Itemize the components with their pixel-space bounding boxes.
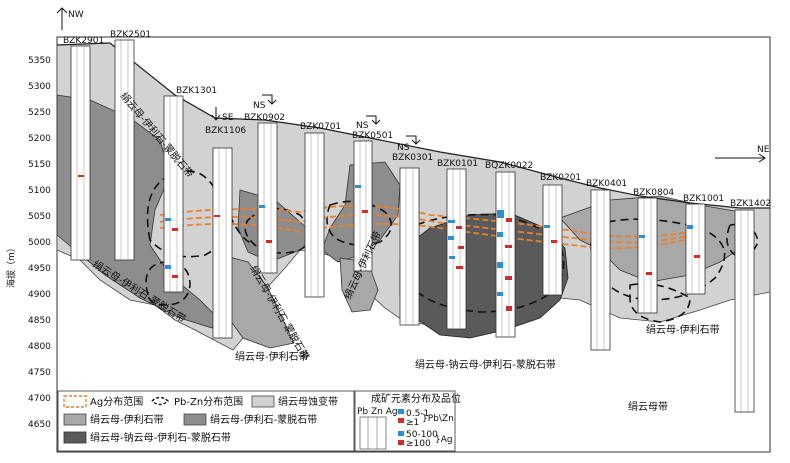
y-tick-label: 4900 xyxy=(28,290,51,300)
borehole-labels: BZK2901 BZK2501 BZK1301 BZK1106 BZK0902 … xyxy=(63,30,771,209)
boreholes xyxy=(70,39,755,413)
grade-label: }Pb\Zn xyxy=(422,414,454,424)
section-mark-ns: NS xyxy=(356,121,369,131)
grade-label: 0.5-1 xyxy=(406,409,429,419)
direction-marks: NW NE xyxy=(56,7,770,163)
legend: Ag分布范围 Pb-Zn分布范围 绢云母蚀变带 绢云母-伊利石带 绢云母-伊利石… xyxy=(57,390,461,452)
y-axis: 5350 5300 5250 5200 5150 5100 5050 5000 … xyxy=(5,56,51,430)
y-tick-label: 5250 xyxy=(28,108,51,118)
section-mark-ns: NS xyxy=(397,143,410,153)
nw-label: NW xyxy=(68,10,84,20)
ser-ill-mont-zone-left xyxy=(56,94,219,329)
y-tick-label: 5000 xyxy=(28,238,51,248)
zone-label: 绢云母带 xyxy=(628,400,668,413)
grade-legend-cols: Pb Zn Ag xyxy=(357,407,398,417)
legend-label: 绢云母-伊利石带 xyxy=(90,413,164,426)
grade-label: ≥1 xyxy=(406,418,419,428)
y-tick-label: 5300 xyxy=(28,82,51,92)
y-tick-label: 5050 xyxy=(28,212,51,222)
y-tick-label: 4650 xyxy=(28,420,51,430)
borehole-label: BZK1402 xyxy=(730,199,771,209)
y-axis-title: 海拔（m） xyxy=(5,243,17,288)
borehole-label: BZK0804 xyxy=(633,188,674,198)
borehole-label: BZK0301 xyxy=(392,153,433,163)
legend-label: Ag分布范围 xyxy=(90,395,143,408)
legend-label: Pb-Zn分布范围 xyxy=(174,395,243,408)
legend-label: 绢云母-伊利石-蒙脱石带 xyxy=(210,413,317,426)
borehole-label: BZK1301 xyxy=(176,86,217,96)
ser-ill-mont-swatch xyxy=(183,413,207,426)
y-tick-label: 5150 xyxy=(28,160,51,170)
grade-label: 50-100 xyxy=(406,430,438,440)
borehole-label: BZK2901 xyxy=(63,36,104,46)
y-tick-label: 5100 xyxy=(28,186,51,196)
sericite-swatch xyxy=(251,395,275,408)
section-marks: SE NS NS NS xyxy=(211,94,421,153)
borehole-label: BZK0501 xyxy=(352,131,393,141)
borehole-columns xyxy=(76,40,749,412)
grade-legend-title: 成矿元素分布及品位 xyxy=(371,392,461,405)
legend-label: 绢云母-钠云母-伊利石-蒙脱石带 xyxy=(90,431,231,444)
ne-label: NE xyxy=(757,145,770,155)
ser-para-swatch xyxy=(63,431,87,444)
y-tick-label: 4800 xyxy=(28,342,51,352)
borehole-label: BZK0201 xyxy=(540,173,581,183)
section-mark-ns: NS xyxy=(253,101,266,111)
grade-label: }Ag xyxy=(435,435,453,445)
zone-label: 绢云母-伊利石带 xyxy=(646,323,720,336)
zone-label: 绢云母-伊利石带 xyxy=(235,350,309,363)
borehole-label: BQZK0022 xyxy=(485,161,533,171)
y-tick-label: 5200 xyxy=(28,134,51,144)
pbzn-range-swatch xyxy=(151,396,170,406)
borehole-label: BZK2501 xyxy=(110,30,151,40)
borehole-label: BZK1001 xyxy=(683,194,724,204)
borehole-label: BZK0902 xyxy=(244,113,285,123)
east-arrow-icon xyxy=(715,153,766,163)
ag-range-swatch xyxy=(63,395,87,408)
legend-label: 绢云母蚀变带 xyxy=(278,395,338,408)
borehole-label: BZK0701 xyxy=(300,122,341,132)
y-tick-label: 5350 xyxy=(28,56,51,66)
y-tick-label: 4850 xyxy=(28,316,51,326)
y-tick-label: 4700 xyxy=(28,394,51,404)
zone-label: 绢云母-钠云母-伊利石-蒙脱石带 xyxy=(415,358,556,371)
grade-ticks xyxy=(78,175,700,311)
north-arrow-icon xyxy=(56,7,68,30)
borehole-label: BZK0101 xyxy=(437,159,478,169)
y-tick-label: 4750 xyxy=(28,368,51,378)
y-tick-label: 4950 xyxy=(28,264,51,274)
grade-label: ≥100 xyxy=(406,439,431,449)
ser-ill-swatch xyxy=(63,413,87,426)
borehole-label: BZK1106 xyxy=(205,126,246,136)
borehole-label: BZK0401 xyxy=(586,179,627,189)
section-mark-se: SE xyxy=(222,113,234,123)
topography-line xyxy=(56,42,770,209)
